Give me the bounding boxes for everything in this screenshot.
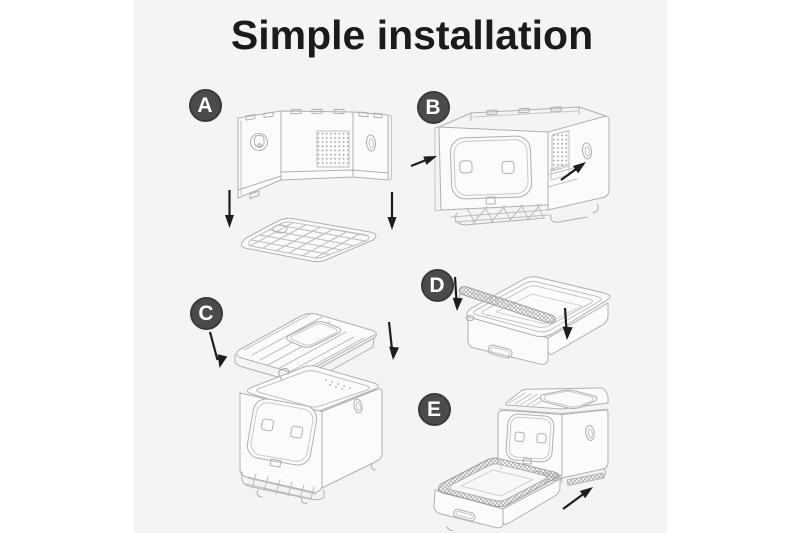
up-right-arrow-icon [561,487,593,510]
step-e-badge: E [417,393,451,426]
page-title: Simple installation [230,12,594,58]
product-image: Simple installation A B C D E [133,0,667,533]
step-d-badge: D [420,269,454,302]
up-right-arrow-icon [410,156,437,168]
down-arrow-icon [224,190,234,228]
pulled-out-drawer [433,457,560,531]
step-b-badge: B [416,91,450,124]
down-arrow-icon [387,321,399,360]
step-a-badge: A [188,89,222,122]
step-e-illustration [433,387,608,531]
grid-base [450,203,599,226]
grid-base [241,471,324,504]
right-side-panel [547,115,609,211]
step-a-illustration [224,108,396,263]
step-d-illustration [452,276,610,365]
up-right-arrow-icon [559,162,586,181]
down-arrow-icon [387,192,396,230]
step-c-illustration [208,313,399,504]
sieve-strip [458,286,556,324]
drawer-tray [465,276,610,365]
open-top-rim [438,106,606,128]
right-wall-panel [352,111,392,181]
left-wall-panel [237,110,281,199]
grid-base [240,217,376,263]
box-right-face [321,388,382,489]
down-arrow-icon [208,331,227,368]
back-vent-panel [280,108,353,181]
step-c-badge: C [189,297,223,330]
down-arrow-icon [452,276,463,311]
box-top-rim [246,365,379,413]
box-front-face [239,392,322,493]
step-b-illustration [410,106,609,226]
front-door-panel [434,126,548,212]
down-arrow-icon [562,307,573,340]
